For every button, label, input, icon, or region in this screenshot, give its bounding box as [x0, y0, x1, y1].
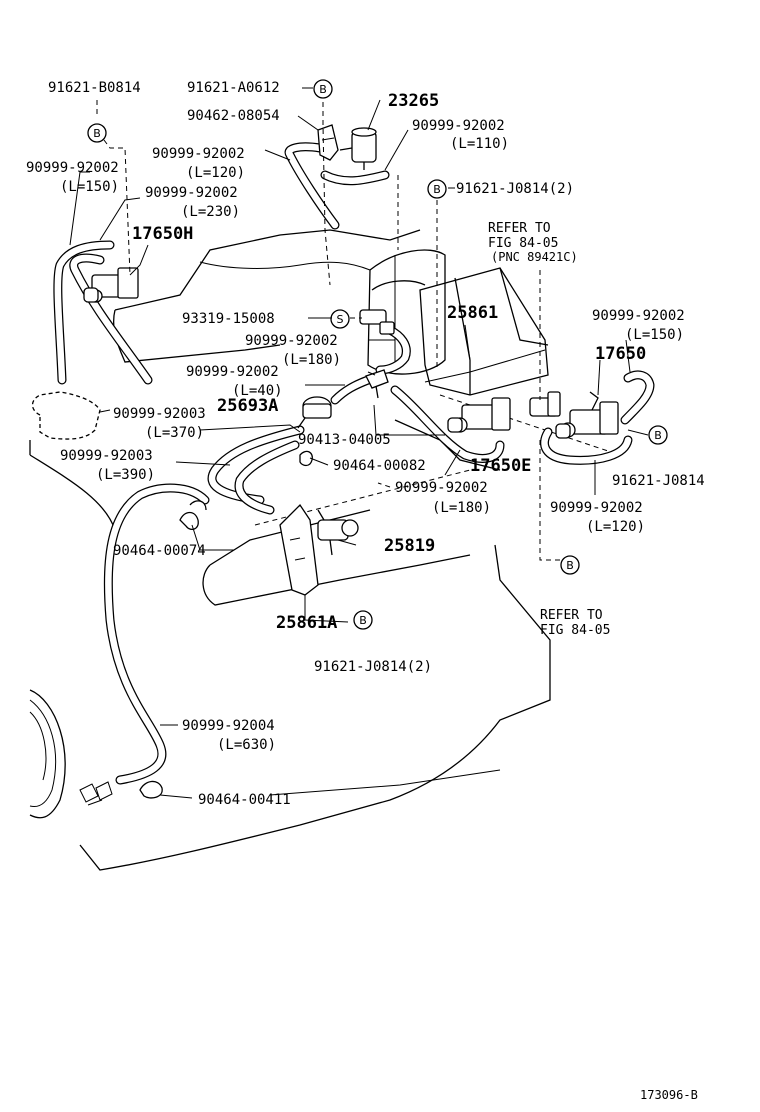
label-90999-92002-l180-lower: 90999-92002	[395, 480, 488, 496]
label-90999-92002-l40: 90999-92002	[186, 364, 279, 380]
vsv-17650E	[447, 397, 511, 433]
label-90999-92002-l150-right: 90999-92002	[592, 308, 685, 324]
label-90999-92002-l120-lower: 90999-92002	[550, 500, 643, 516]
label-91621-B0814: 91621-B0814	[48, 80, 141, 96]
marker-b-top: B	[313, 79, 333, 99]
label-91621-A0612: 91621-A0612	[187, 80, 280, 96]
label-l40: (L=40)	[232, 383, 283, 399]
svg-text:B: B	[566, 559, 574, 572]
label-refer-bottom-1: REFER TO	[540, 608, 603, 623]
svg-text:B: B	[654, 429, 662, 442]
bracket-25861A	[279, 503, 319, 596]
hoses	[53, 142, 655, 785]
label-90464-00082: 90464-00082	[333, 458, 426, 474]
marker-b-top-left: B	[87, 123, 107, 143]
marker-b-right: B	[648, 425, 668, 445]
valve-25819	[317, 509, 359, 556]
label-90999-92003-l370: 90999-92003	[113, 406, 206, 422]
label-90462-08054: 90462-08054	[187, 108, 280, 124]
label-refer-top-2: FIG 84-05	[488, 236, 558, 251]
label-91621-J0814: 91621-J0814	[612, 473, 705, 489]
label-refer-top-3: (PNC 89421C)	[491, 250, 578, 264]
marker-s: S	[330, 309, 350, 329]
label-25861A: 25861A	[276, 613, 337, 633]
label-l630: (L=630)	[217, 737, 276, 753]
valve-25693A	[297, 396, 332, 429]
label-refer-bottom-2: FIG 84-05	[540, 623, 610, 638]
label-25819: 25819	[384, 536, 435, 556]
label-l390: (L=390)	[96, 467, 155, 483]
engine-outline	[29, 229, 621, 871]
svg-text:S: S	[337, 313, 344, 326]
label-93319-15008: 93319-15008	[182, 311, 275, 327]
vsv-17650H	[83, 267, 139, 303]
label-l150: (L=150)	[60, 179, 119, 195]
leader-lines	[69, 87, 649, 799]
svg-text:B: B	[359, 614, 367, 627]
label-l180: (L=180)	[282, 352, 341, 368]
label-90999-92002-l110: 90999-92002	[412, 118, 505, 134]
label-l180-lower: (L=180)	[432, 500, 491, 516]
label-17650H: 17650H	[132, 224, 193, 244]
label-90413-04005: 90413-04005	[298, 432, 391, 448]
label-90999-92002-l230: 90999-92002	[145, 185, 238, 201]
label-17650E: 17650E	[470, 456, 531, 476]
label-l110: (L=110)	[450, 136, 509, 152]
label-91621-J0814-2-bottom: 91621-J0814(2)	[314, 659, 432, 675]
label-90999-92003-l390: 90999-92003	[60, 448, 153, 464]
clip-90464-00074	[179, 500, 207, 531]
fitting-93319-15008	[359, 309, 395, 335]
marker-b-bottom: B	[353, 610, 373, 630]
label-90999-92002-l180: 90999-92002	[245, 333, 338, 349]
sensor-89421C	[529, 391, 561, 417]
label-25693A: 25693A	[217, 396, 278, 416]
label-90464-00074: 90464-00074	[113, 543, 206, 559]
label-l370: (L=370)	[145, 425, 204, 441]
svg-text:B: B	[93, 127, 101, 140]
tee-90413-04005	[365, 369, 389, 399]
clip-90464-00082	[299, 450, 313, 467]
clip-90464-00411	[139, 780, 163, 799]
svg-text:B: B	[433, 183, 441, 196]
label-l150-right: (L=150)	[625, 327, 684, 343]
marker-b-mid: B	[427, 179, 447, 199]
label-91621-J0814-2-top: 91621-J0814(2)	[456, 181, 574, 197]
label-23265: 23265	[388, 91, 439, 111]
diagram-code: 173096-B	[640, 1088, 698, 1102]
label-l120-lower: (L=120)	[586, 519, 645, 535]
svg-text:B: B	[319, 83, 327, 96]
label-refer-top-1: REFER TO	[488, 221, 551, 236]
filter-23265	[339, 127, 377, 170]
label-l230: (L=230)	[181, 204, 240, 220]
parts	[83, 124, 619, 799]
label-17650: 17650	[595, 344, 646, 364]
label-l120: (L=120)	[186, 165, 245, 181]
marker-b-refer: B	[560, 555, 580, 575]
label-25861: 25861	[447, 303, 498, 323]
vsv-17650	[555, 391, 619, 439]
label-90464-00411: 90464-00411	[198, 792, 291, 808]
label-90999-92002-l150: 90999-92002	[26, 160, 119, 176]
label-90999-92002-l120: 90999-92002	[152, 146, 245, 162]
label-90999-92004: 90999-92004	[182, 718, 275, 734]
bracket-90462-08054	[317, 124, 339, 161]
labels: 91621-B0814 91621-A0612 90462-08054 2326…	[26, 80, 705, 1102]
